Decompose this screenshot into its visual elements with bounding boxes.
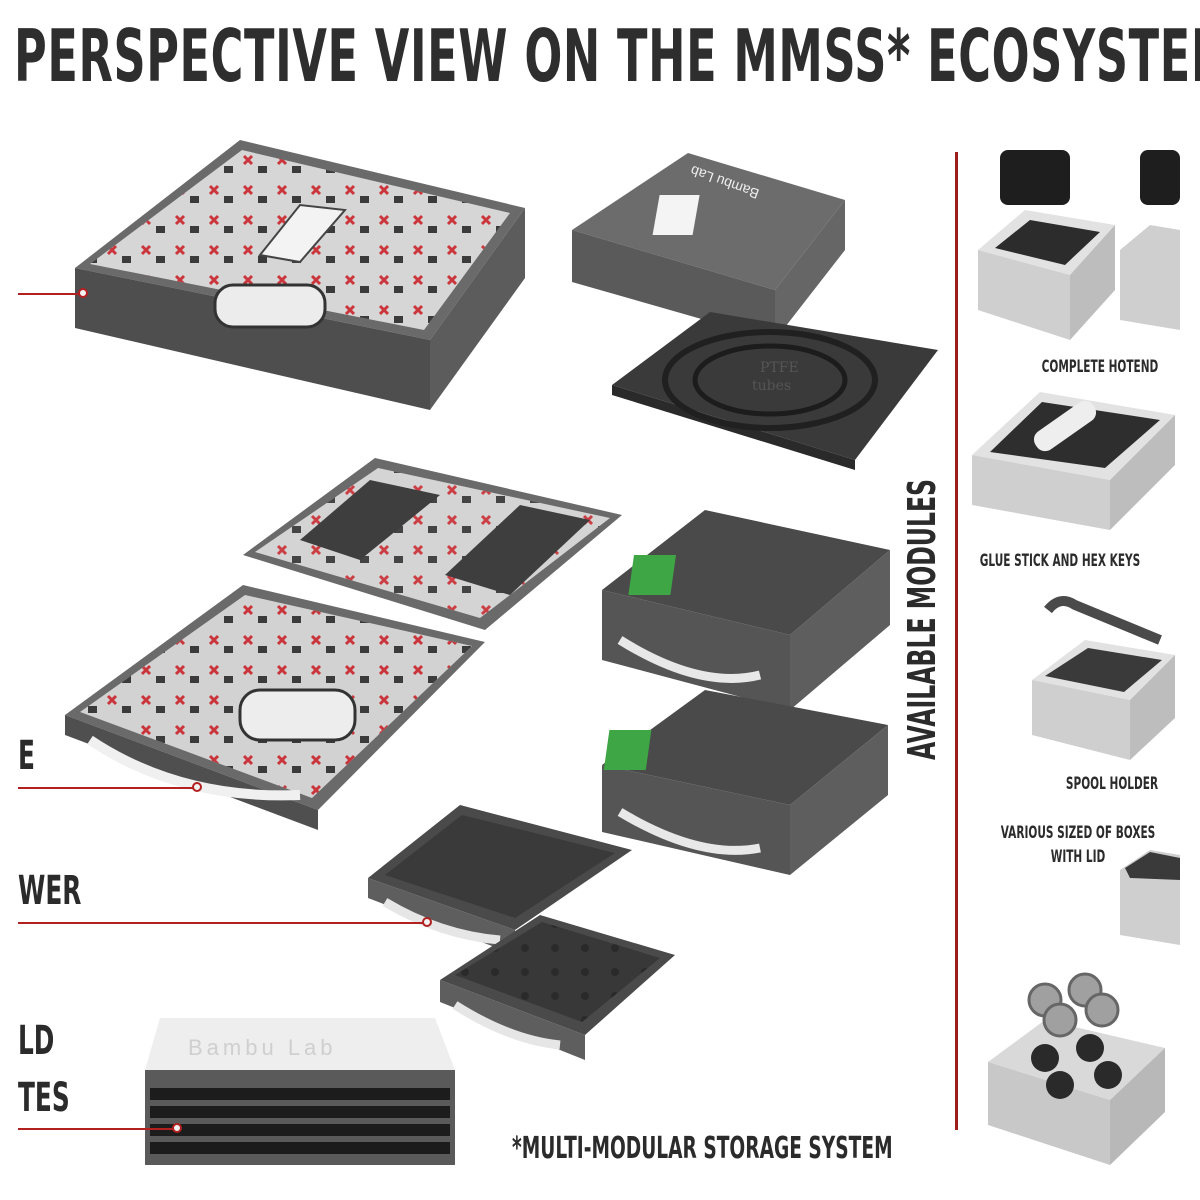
leader-dot-3 [422, 917, 432, 927]
caption-glue-stick: GLUE STICK AND HEX KEYS [979, 551, 1141, 571]
module-gears [988, 972, 1165, 1165]
module-box-lid [1120, 850, 1180, 945]
page-title: PERSPECTIVE VIEW ON THE MMSS* ECOSYSTEM [14, 14, 1200, 98]
leader-dot-2 [192, 782, 202, 792]
leader-dot-4 [172, 1123, 182, 1133]
left-label-build-2: TES [18, 1075, 70, 1121]
caption-boxes-line1: VARIOUS SIZED OF BOXES [1000, 823, 1156, 843]
available-modules-title: AVAILABLE MODULES [900, 478, 944, 760]
tubes-label: tubes [752, 378, 791, 394]
leader-dot-1 [78, 288, 88, 298]
caption-spool-holder: SPOOL HOLDER [1065, 774, 1159, 794]
drawer-tray [368, 805, 632, 955]
leader-line-4 [18, 1128, 174, 1130]
leader-line-2 [18, 787, 194, 789]
module-glue-stick [972, 392, 1175, 530]
brand-text-plate: Bambu Lab [188, 1035, 337, 1060]
modular-box-green-2 [602, 690, 888, 875]
toolkit-case-top [75, 140, 525, 410]
ptfe-box: PTFE tubes Bambu Lab [572, 153, 938, 470]
left-label-build-1: LD [18, 1018, 55, 1064]
leader-line-3 [18, 922, 424, 924]
ptfe-label: PTFE [760, 360, 799, 376]
caption-complete-hotend: COMPLETE HOTEND [1041, 357, 1159, 377]
left-label-case: E [18, 733, 35, 779]
headline-clip: PERSPECTIVE VIEW ON THE MMSS* ECOSYSTEM [0, 0, 1200, 110]
toolkit-case-large [65, 458, 622, 830]
module-spool-holder [1032, 596, 1175, 760]
build-plate-holder: Bambu Lab [145, 1018, 455, 1165]
pin-tray [440, 915, 675, 1060]
modular-box-green-1 [602, 510, 890, 710]
left-label-drawer: WER [18, 868, 82, 914]
module-hotend [978, 150, 1180, 340]
caption-boxes-line2: WITH LID [1050, 847, 1106, 867]
leader-line-1 [18, 293, 80, 295]
footnote: *MULTI-MODULAR STORAGE SYSTEM [512, 1131, 893, 1166]
section-divider [955, 152, 958, 1130]
